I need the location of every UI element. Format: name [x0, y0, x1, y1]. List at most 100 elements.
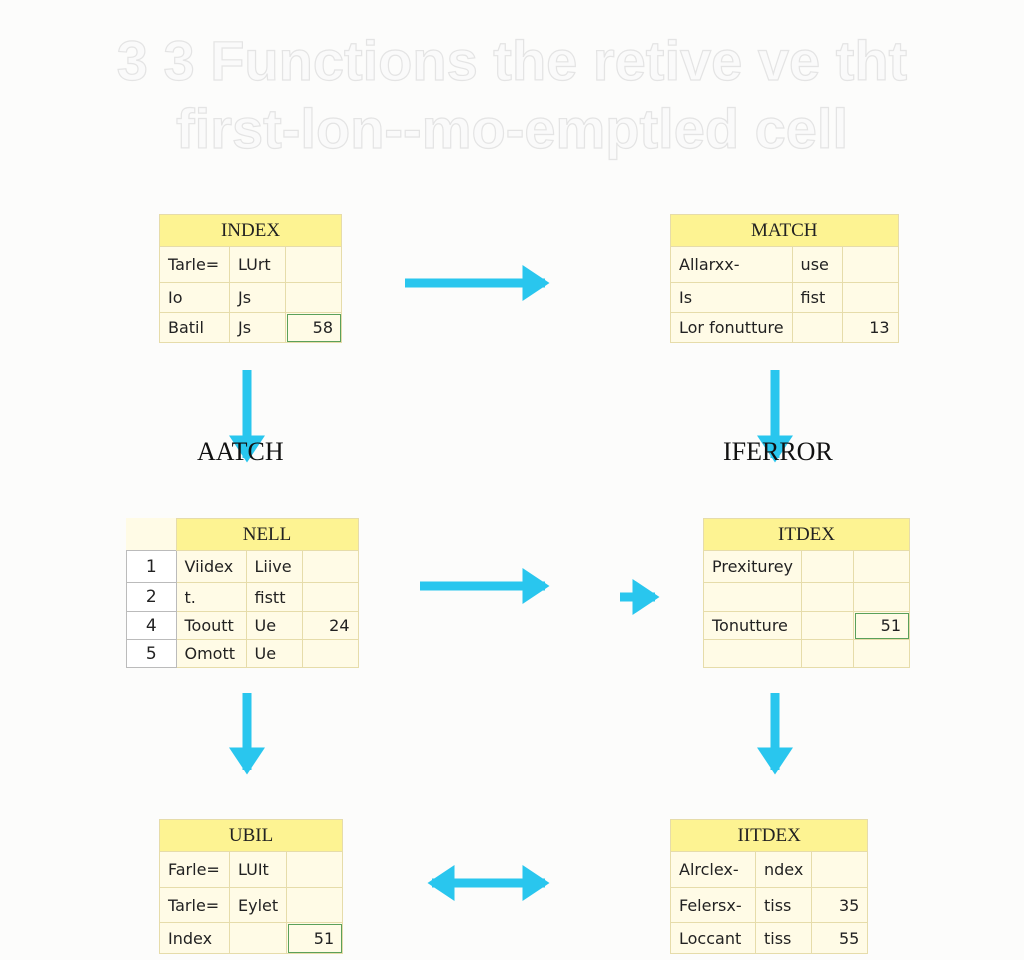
table-row: Allarxx-use — [670, 246, 899, 283]
table-cell[interactable] — [228, 922, 288, 954]
table-cell[interactable] — [853, 639, 911, 668]
table-header: ITDEX — [702, 518, 911, 551]
table-cell[interactable] — [801, 611, 855, 640]
table-cell[interactable]: Ue — [245, 611, 303, 640]
table-cell[interactable] — [285, 282, 342, 313]
corner-cell — [127, 519, 177, 551]
diagram-title-line2: first-lon--mo-emptled cell — [175, 97, 849, 160]
table-cell[interactable]: 24 — [301, 611, 359, 640]
table-cell[interactable]: tiss — [754, 922, 813, 954]
table-row: Farle=LUIt — [159, 851, 344, 888]
table-cell[interactable] — [841, 282, 899, 313]
table-cell[interactable] — [853, 550, 911, 583]
table-cell[interactable]: Tooutt — [175, 611, 247, 640]
table-cell[interactable] — [801, 639, 855, 668]
table-cell[interactable] — [301, 639, 359, 668]
table-row: Lor fonutture 13 — [670, 312, 899, 343]
row-number: 2 — [126, 582, 177, 612]
table-cell[interactable]: fistt — [245, 582, 303, 612]
table-cell[interactable] — [286, 851, 344, 888]
table-cell[interactable]: t. — [175, 582, 247, 612]
table-cell[interactable]: ndex — [754, 851, 813, 888]
table-cell[interactable]: 55 — [811, 922, 869, 954]
table-row: Tarle=LUrt — [159, 246, 342, 283]
table-cell[interactable]: Is — [670, 282, 793, 313]
table-cell[interactable]: Index — [159, 922, 230, 954]
row-number: 5 — [126, 639, 177, 668]
table-cell[interactable]: Io — [159, 282, 230, 313]
table-cell[interactable]: Tonutture — [702, 611, 803, 640]
table-cell[interactable]: 13 — [841, 312, 899, 343]
row-number: 1 — [126, 550, 177, 583]
table-cell[interactable]: Omott — [175, 639, 247, 668]
table-cell[interactable]: Loccant — [670, 922, 756, 954]
table-cell[interactable] — [702, 639, 803, 668]
table-cell[interactable]: LUIt — [228, 851, 288, 888]
table-cell[interactable]: fist — [791, 282, 843, 313]
table-cell[interactable] — [801, 550, 855, 583]
table-cell[interactable]: 58 — [285, 312, 342, 343]
table-cell[interactable]: Liive — [245, 550, 303, 583]
table-cell[interactable]: Prexiturey — [702, 550, 803, 583]
table-row — [702, 582, 911, 612]
table-row: Tarle=Eylet — [159, 887, 344, 923]
table-cell[interactable]: Felersx- — [670, 887, 756, 923]
table-cell[interactable] — [285, 246, 342, 283]
table-cell[interactable]: Viidex — [175, 550, 247, 583]
table-cell[interactable]: use — [791, 246, 843, 283]
table-cell[interactable] — [286, 887, 344, 923]
table-cell[interactable]: tiss — [754, 887, 813, 923]
table-cell[interactable]: Alrclex- — [670, 851, 756, 888]
table-cell[interactable]: Farle= — [159, 851, 230, 888]
table-cell[interactable]: Tarle= — [159, 887, 230, 923]
table-header: IITDEX — [669, 819, 869, 852]
table-cell[interactable]: Tarle= — [159, 246, 230, 283]
label-iferror: IFERROR — [723, 437, 833, 466]
table-cell[interactable] — [301, 550, 359, 583]
table-row: Alrclex-ndex — [670, 851, 869, 888]
table-cell[interactable]: 51 — [286, 922, 344, 954]
table-header: NELL — [175, 518, 359, 551]
table-cell[interactable]: LUrt — [229, 246, 286, 283]
row-number: 4 — [126, 611, 177, 640]
table-cell[interactable]: Lor fonutture — [670, 312, 793, 343]
table-row: Tonutture 51 — [702, 611, 911, 640]
table-cell[interactable] — [702, 582, 803, 612]
table-cell[interactable] — [791, 312, 843, 343]
diagram-title-line1: 3 3 Functions the retive ve tht — [116, 29, 908, 92]
table-cell[interactable] — [853, 582, 911, 612]
table-cell[interactable]: Allarxx- — [670, 246, 793, 283]
table-cell[interactable] — [811, 851, 869, 888]
table-row: Index 51 — [159, 922, 344, 954]
table-row — [702, 639, 911, 668]
label-aatch: AATCH — [197, 437, 284, 466]
table-cell[interactable]: Batil — [159, 312, 230, 343]
table-cell[interactable]: 51 — [853, 611, 911, 640]
table-cell[interactable]: 35 — [811, 887, 869, 923]
table-cell[interactable]: Js — [229, 312, 286, 343]
table-header: MATCH — [670, 214, 899, 247]
table-cell[interactable]: Eylet — [228, 887, 288, 923]
table-cell[interactable]: Ue — [245, 639, 303, 668]
table-cell[interactable] — [301, 582, 359, 612]
table-cell[interactable] — [841, 246, 899, 283]
table-cell[interactable] — [801, 582, 855, 612]
table-cell[interactable]: Js — [229, 282, 286, 313]
table-header: UBIL — [158, 819, 344, 852]
table-header: INDEX — [159, 214, 342, 247]
